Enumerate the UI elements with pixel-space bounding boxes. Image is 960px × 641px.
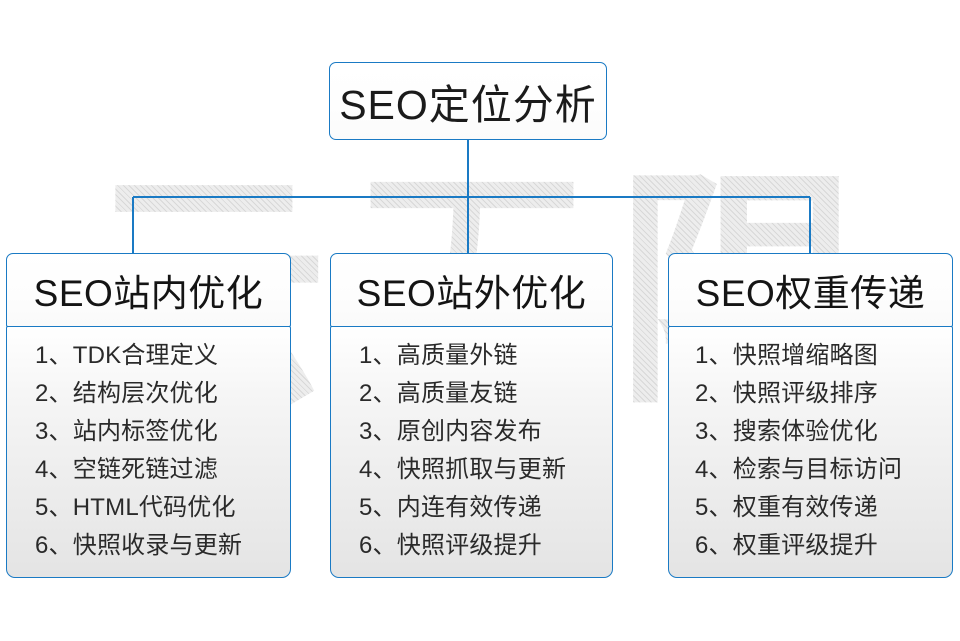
branch-header-2-label: SEO站外优化	[356, 273, 587, 314]
branch-header-3[interactable]: SEO权重传递	[668, 253, 953, 327]
list-item: 1、高质量外链	[359, 339, 612, 373]
list-item-text: 搜索体验优化	[732, 418, 878, 445]
list-item-text: 高质量友链	[396, 380, 518, 407]
list-item: 4、快照抓取与更新	[359, 453, 612, 487]
branch-body-2: 1、高质量外链 2、高质量友链 3、原创内容发布 4、快照抓取与更新 5、内连有…	[330, 326, 613, 578]
list-item: 3、搜索体验优化	[695, 415, 952, 449]
branch-body-1: 1、TDK合理定义 2、结构层次优化 3、站内标签优化 4、空链死链过滤 5、H…	[6, 326, 291, 578]
list-item: 5、内连有效传递	[359, 491, 612, 525]
list-item-text: 高质量外链	[396, 342, 518, 369]
branch-column-3: SEO权重传递 1、快照增缩略图 2、快照评级排序 3、搜索体验优化 4、检索与…	[668, 253, 953, 578]
list-item-index: 4、	[695, 456, 733, 483]
list-item-index: 5、	[359, 494, 397, 521]
list-item-index: 6、	[35, 532, 73, 559]
branch-header-3-label: SEO权重传递	[695, 273, 926, 314]
list-item-text: 快照增缩略图	[732, 342, 878, 369]
list-item: 2、快照评级排序	[695, 377, 952, 411]
list-item-index: 3、	[35, 418, 73, 445]
list-item: 5、HTML代码优化	[35, 491, 290, 525]
list-item-index: 3、	[359, 418, 397, 445]
list-item-text: HTML代码优化	[72, 494, 236, 521]
list-item-index: 3、	[695, 418, 733, 445]
list-item-text: 快照评级排序	[732, 380, 878, 407]
list-item: 6、快照收录与更新	[35, 529, 290, 563]
list-item-text: 快照抓取与更新	[396, 456, 567, 483]
list-item-text: 原创内容发布	[396, 418, 542, 445]
list-item-index: 5、	[35, 494, 73, 521]
list-item-text: 快照收录与更新	[72, 532, 243, 559]
branch-body-3: 1、快照增缩略图 2、快照评级排序 3、搜索体验优化 4、检索与目标访问 5、权…	[668, 326, 953, 578]
branch-header-2[interactable]: SEO站外优化	[330, 253, 613, 327]
list-item: 2、结构层次优化	[35, 377, 290, 411]
node-root-label: SEO定位分析	[339, 82, 597, 128]
list-item: 1、TDK合理定义	[35, 339, 290, 373]
list-item: 4、检索与目标访问	[695, 453, 952, 487]
list-item: 4、空链死链过滤	[35, 453, 290, 487]
list-item-text: 权重评级提升	[732, 532, 878, 559]
branch-header-1-label: SEO站内优化	[33, 273, 264, 314]
list-item-index: 2、	[35, 380, 73, 407]
branch-header-1[interactable]: SEO站内优化	[6, 253, 291, 327]
list-item-index: 5、	[695, 494, 733, 521]
list-item-text: 检索与目标访问	[732, 456, 903, 483]
branch-column-2: SEO站外优化 1、高质量外链 2、高质量友链 3、原创内容发布 4、快照抓取与…	[330, 253, 613, 578]
list-item-text: 站内标签优化	[72, 418, 218, 445]
list-item-text: 内连有效传递	[396, 494, 542, 521]
list-item: 3、站内标签优化	[35, 415, 290, 449]
list-item-text: TDK合理定义	[72, 342, 219, 369]
list-item-text: 权重有效传递	[732, 494, 878, 521]
list-item: 5、权重有效传递	[695, 491, 952, 525]
list-item-index: 6、	[695, 532, 733, 559]
branch-column-1: SEO站内优化 1、TDK合理定义 2、结构层次优化 3、站内标签优化 4、空链…	[6, 253, 291, 578]
list-item-index: 6、	[359, 532, 397, 559]
list-item-index: 4、	[35, 456, 73, 483]
list-item: 6、快照评级提升	[359, 529, 612, 563]
list-item-text: 快照评级提升	[396, 532, 542, 559]
list-item-index: 4、	[359, 456, 397, 483]
list-item-index: 1、	[35, 342, 73, 369]
list-item-index: 2、	[695, 380, 733, 407]
list-item-text: 结构层次优化	[72, 380, 218, 407]
list-item: 1、快照增缩略图	[695, 339, 952, 373]
list-item: 2、高质量友链	[359, 377, 612, 411]
list-item-index: 2、	[359, 380, 397, 407]
list-item: 6、权重评级提升	[695, 529, 952, 563]
list-item-index: 1、	[359, 342, 397, 369]
list-item-text: 空链死链过滤	[72, 456, 218, 483]
list-item-index: 1、	[695, 342, 733, 369]
node-root[interactable]: SEO定位分析	[329, 62, 607, 140]
list-item: 3、原创内容发布	[359, 415, 612, 449]
